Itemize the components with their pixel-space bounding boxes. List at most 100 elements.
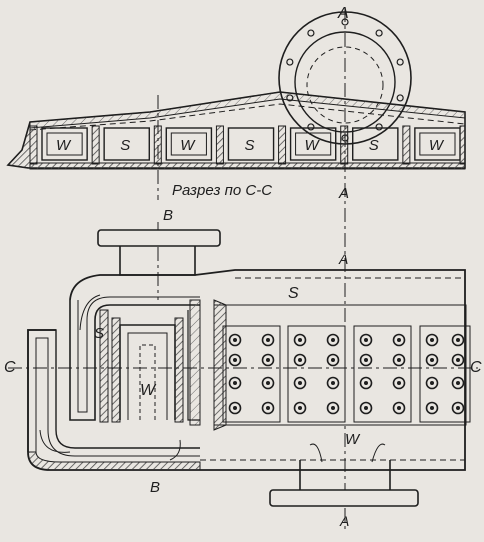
tube-center <box>397 381 401 385</box>
marker-a-mid: A <box>338 185 349 202</box>
section-title: Разрез по С-С <box>172 182 272 199</box>
tube-center <box>364 381 368 385</box>
section-cell <box>352 127 399 161</box>
label-water-lower: W <box>345 431 361 448</box>
tube-center <box>456 406 460 410</box>
tube-center <box>298 358 302 362</box>
tube-center <box>364 406 368 410</box>
section-end-wall <box>6 121 31 169</box>
section-cell <box>103 127 150 161</box>
tube-center <box>298 381 302 385</box>
tube-bank <box>222 325 471 423</box>
tube-center <box>456 358 460 362</box>
section-cell <box>289 127 337 161</box>
bolt-hole <box>396 58 404 66</box>
bolt-hole <box>375 29 383 37</box>
tube-center <box>233 406 237 410</box>
tube-center <box>266 406 270 410</box>
tube-center <box>397 358 401 362</box>
flow-arrow-left <box>309 443 323 463</box>
label-steam-upper: S <box>288 285 299 302</box>
marker-a-bottom: A <box>339 513 349 529</box>
tube-center <box>430 358 434 362</box>
section-cell <box>41 127 88 161</box>
tube-center <box>430 381 434 385</box>
tube-center <box>233 381 237 385</box>
tube-sheet <box>213 299 227 431</box>
tube-center <box>331 381 335 385</box>
marker-b-bottom: B <box>150 479 160 496</box>
cell-wall <box>402 125 411 165</box>
tube-center <box>364 338 368 342</box>
tube-group-frame <box>222 325 281 423</box>
section-cell-inner <box>295 132 332 156</box>
cell-wall <box>340 125 349 165</box>
tube-center <box>397 406 401 410</box>
section-top-sheet <box>29 91 466 129</box>
plan-casing <box>27 269 466 471</box>
left-return-bend <box>27 329 200 452</box>
tube-center <box>430 406 434 410</box>
tube-center <box>331 338 335 342</box>
marker-b-top: B <box>163 207 173 224</box>
meander-channels <box>39 294 201 461</box>
tube-center <box>331 358 335 362</box>
left-return-inner <box>35 337 200 457</box>
tube-group-frame <box>419 325 471 423</box>
cell-label-steam: S <box>120 137 130 154</box>
marker-c-right: C <box>470 359 482 376</box>
bottom-nozzle-neck <box>299 460 391 490</box>
plan-view: B B A <box>4 207 482 529</box>
tube-center <box>266 358 270 362</box>
section-inner-dashed <box>29 103 466 131</box>
tube-center <box>331 406 335 410</box>
bolt-hole <box>286 58 294 66</box>
cell-label-water: W <box>429 137 445 154</box>
tube-center <box>233 338 237 342</box>
tube-center <box>298 406 302 410</box>
bottom-nozzle-flange <box>269 489 419 507</box>
section-cell-inner <box>419 132 456 156</box>
section-bottom-plate <box>29 162 466 170</box>
cell-label-water: W <box>56 137 72 154</box>
section-cell-inner <box>170 132 207 156</box>
section-cell <box>165 127 213 161</box>
tube-center <box>266 381 270 385</box>
cell-wall <box>29 125 38 165</box>
bolt-hole <box>396 94 404 102</box>
section-cell-inner <box>46 132 83 156</box>
top-nozzle-flange <box>97 229 221 247</box>
tube-center <box>266 338 270 342</box>
cell-wall <box>215 125 224 165</box>
cell-label-water: W <box>305 137 321 154</box>
label-steam-left: S <box>94 325 104 342</box>
tube-center <box>233 358 237 362</box>
cell-label-water: W <box>180 137 196 154</box>
bolt-hole <box>307 29 315 37</box>
marker-a-top: A <box>337 5 349 22</box>
flow-arrow-right <box>371 443 386 463</box>
tube-center <box>430 338 434 342</box>
bolt-hole <box>375 123 383 131</box>
left-return-hatch <box>27 451 201 471</box>
tube-center <box>397 338 401 342</box>
tube-group-frame <box>287 325 346 423</box>
tube-center <box>364 358 368 362</box>
label-water-left: W <box>140 382 157 399</box>
marker-a-plan: A <box>338 251 348 267</box>
section-cell <box>227 127 275 161</box>
tube-center <box>456 338 460 342</box>
tube-center <box>456 381 460 385</box>
tube-group-frame <box>353 325 412 423</box>
tube-center <box>298 338 302 342</box>
cell-label-steam: S <box>369 137 379 154</box>
cell-wall <box>278 125 287 165</box>
cell-label-steam: S <box>244 137 254 154</box>
bolt-hole <box>286 94 294 102</box>
cell-wall <box>91 125 100 165</box>
cell-wall <box>459 125 466 165</box>
